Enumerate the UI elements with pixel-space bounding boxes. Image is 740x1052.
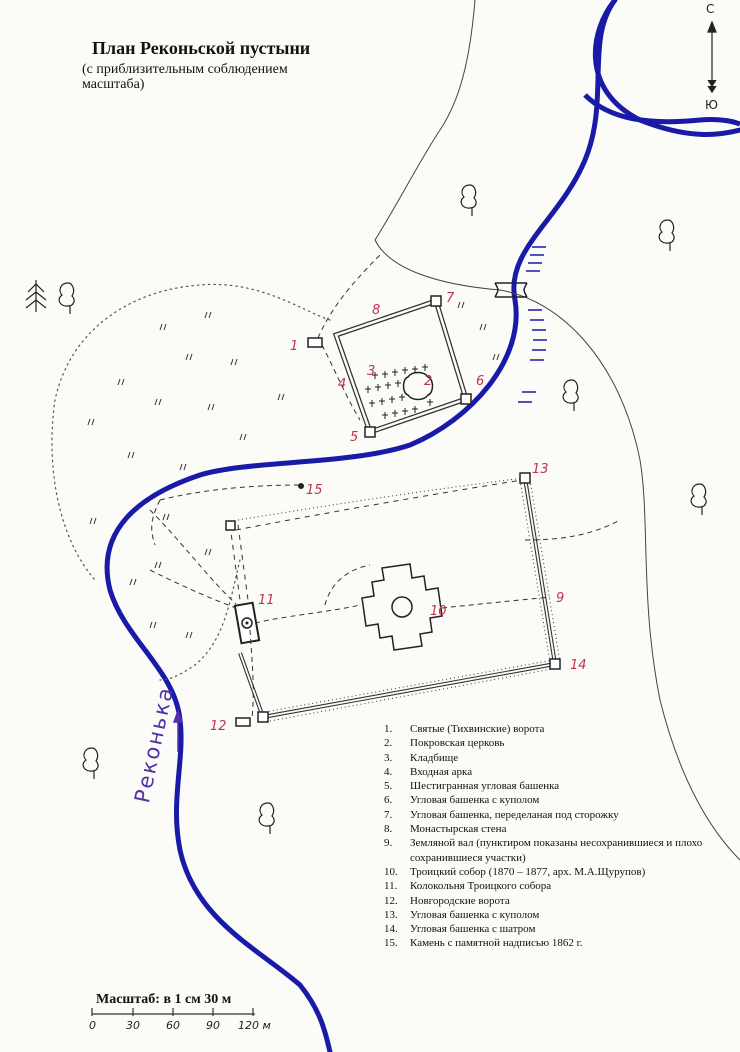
legend-item: 7. Угловая башенка, переделаная под сторо… bbox=[384, 808, 724, 822]
legend-text: Угловая башенка, переделаная под сторожк… bbox=[410, 808, 619, 821]
road-bridge bbox=[374, 239, 740, 861]
grass-marks bbox=[87, 301, 500, 639]
legend-text: Троицкий собор (1870 – 1877, арх. М.А.Щу… bbox=[410, 865, 646, 878]
legend-text: Колокольня Троицкого собора bbox=[410, 880, 552, 893]
legend-text: Угловая башенка с шатром bbox=[410, 923, 536, 936]
scale-tick-120: 120 м bbox=[238, 1019, 271, 1032]
legend-item: 2. Покровская церковь bbox=[384, 736, 724, 750]
legend-number: 4. bbox=[384, 765, 393, 778]
cathedral bbox=[361, 563, 443, 651]
legend-item: 14. Угловая башенка с шатром bbox=[384, 922, 724, 936]
map-title: План Реконьской пустыни bbox=[92, 38, 311, 58]
path-dashed-1 bbox=[317, 254, 381, 339]
label-7: 7 bbox=[446, 291, 455, 306]
legend-number: 2. bbox=[384, 737, 393, 750]
legend-item: 6. Угловая башенка с куполом bbox=[384, 793, 724, 807]
path-west-2 bbox=[151, 499, 161, 546]
legend-number: 12. bbox=[384, 894, 398, 907]
label-3: 3 bbox=[367, 364, 376, 379]
scale-title: Масштаб: в 1 см 30 м bbox=[96, 992, 232, 1007]
legend-text: Угловая башенка с куполом bbox=[410, 908, 540, 921]
tree-icons bbox=[25, 184, 707, 834]
label-2: 2 bbox=[424, 374, 433, 389]
legend-text: Камень с памятной надписью 1862 г. bbox=[410, 937, 583, 950]
compass-north-label: С bbox=[706, 2, 715, 16]
legend-text: Новгородские ворота bbox=[410, 894, 510, 907]
path-west-1 bbox=[159, 484, 301, 501]
compass-arrow bbox=[707, 20, 717, 94]
label-11: 11 bbox=[258, 593, 275, 608]
label-1: 1 bbox=[290, 339, 299, 354]
legend-number: 9. bbox=[384, 837, 393, 850]
label-10: 10 bbox=[430, 604, 447, 619]
legend-number: 5. bbox=[384, 780, 393, 793]
road-north bbox=[374, 0, 476, 241]
path-west-3 bbox=[149, 509, 237, 605]
legend-text: Кладбище bbox=[410, 751, 459, 764]
legend-number: 15. bbox=[384, 937, 398, 950]
legend-item: 12. Новгородские ворота bbox=[384, 894, 724, 908]
river-branch bbox=[583, 93, 740, 127]
legend-number: 10. bbox=[384, 865, 398, 878]
river-flow-arrow bbox=[172, 708, 184, 752]
label-14: 14 bbox=[570, 658, 587, 673]
legend-number: 3. bbox=[384, 751, 393, 764]
legend-item: 13. Угловая башенка с куполом bbox=[384, 908, 724, 922]
large-monastery bbox=[225, 472, 561, 727]
legend-number: 14. bbox=[384, 923, 398, 936]
memorial-stone bbox=[298, 483, 304, 489]
legend-number: 6. bbox=[384, 794, 393, 807]
path-interior-2 bbox=[324, 564, 371, 606]
path-west-4 bbox=[149, 569, 237, 609]
legend-list: 1. Святые (Тихвинские) ворота 2. Покровска… bbox=[384, 722, 724, 951]
legend-number: 7. bbox=[384, 808, 393, 821]
path-dashed-2 bbox=[321, 344, 361, 421]
scale-tick-0: 0 bbox=[89, 1019, 96, 1032]
path-east bbox=[524, 519, 621, 541]
legend-item: 5. Шестигранная угловая башенка bbox=[384, 779, 724, 793]
path-interior-1 bbox=[254, 604, 361, 624]
label-12: 12 bbox=[210, 719, 227, 734]
path-interior-3 bbox=[441, 596, 551, 609]
legend-item: 3. Кладбище bbox=[384, 751, 724, 765]
legend-item: 10. Троицкий собор (1870 – 1877, арх. М.А… bbox=[384, 865, 724, 879]
scale-bar bbox=[91, 1008, 255, 1016]
small-monastery bbox=[307, 295, 472, 438]
bridge bbox=[494, 282, 528, 298]
scale-tick-30: 30 bbox=[126, 1019, 140, 1032]
legend-text: Шестигранная угловая башенка bbox=[410, 780, 560, 793]
label-4: 4 bbox=[338, 377, 347, 392]
label-15: 15 bbox=[306, 483, 323, 498]
label-8: 8 bbox=[372, 303, 381, 318]
label-9: 9 bbox=[556, 591, 565, 606]
legend-text: Входная арка bbox=[410, 765, 473, 778]
legend-number: 8. bbox=[384, 823, 393, 836]
legend-text: Монастырская стена bbox=[410, 823, 507, 836]
label-5: 5 bbox=[350, 430, 359, 445]
legend-number: 11. bbox=[384, 880, 398, 893]
legend-item: 4. Входная арка bbox=[384, 765, 724, 779]
compass-south-label: Ю bbox=[705, 98, 718, 112]
shore-hatching bbox=[518, 246, 547, 403]
map-subtitle: (с приблизительным соблюдением масштаба) bbox=[82, 62, 288, 92]
scale-tick-60: 60 bbox=[166, 1019, 180, 1032]
meadow-boundary bbox=[51, 283, 331, 681]
legend-number: 13. bbox=[384, 908, 398, 921]
legend-item: 1. Святые (Тихвинские) ворота bbox=[384, 722, 724, 736]
legend-number: 1. bbox=[384, 723, 393, 735]
legend-item: 9. Земляной вал (пунктиром показаны несох… bbox=[384, 836, 724, 865]
legend-item: 15. Камень с памятной надписью 1862 г. bbox=[384, 936, 724, 950]
legend-text: Покровская церковь bbox=[410, 737, 505, 750]
legend-item: 8. Монастырская стена bbox=[384, 822, 724, 836]
cemetery-crosses bbox=[365, 364, 433, 419]
label-13: 13 bbox=[532, 462, 549, 477]
scale-tick-90: 90 bbox=[206, 1019, 220, 1032]
legend-text: Святые (Тихвинские) ворота bbox=[410, 723, 545, 735]
label-6: 6 bbox=[476, 374, 485, 389]
legend-text: Угловая башенка с куполом bbox=[410, 794, 540, 807]
legend-text: Земляной вал (пунктиром показаны несохра… bbox=[410, 837, 703, 864]
path-south bbox=[249, 629, 254, 719]
legend-item: 11. Колокольня Троицкого собора bbox=[384, 879, 724, 893]
